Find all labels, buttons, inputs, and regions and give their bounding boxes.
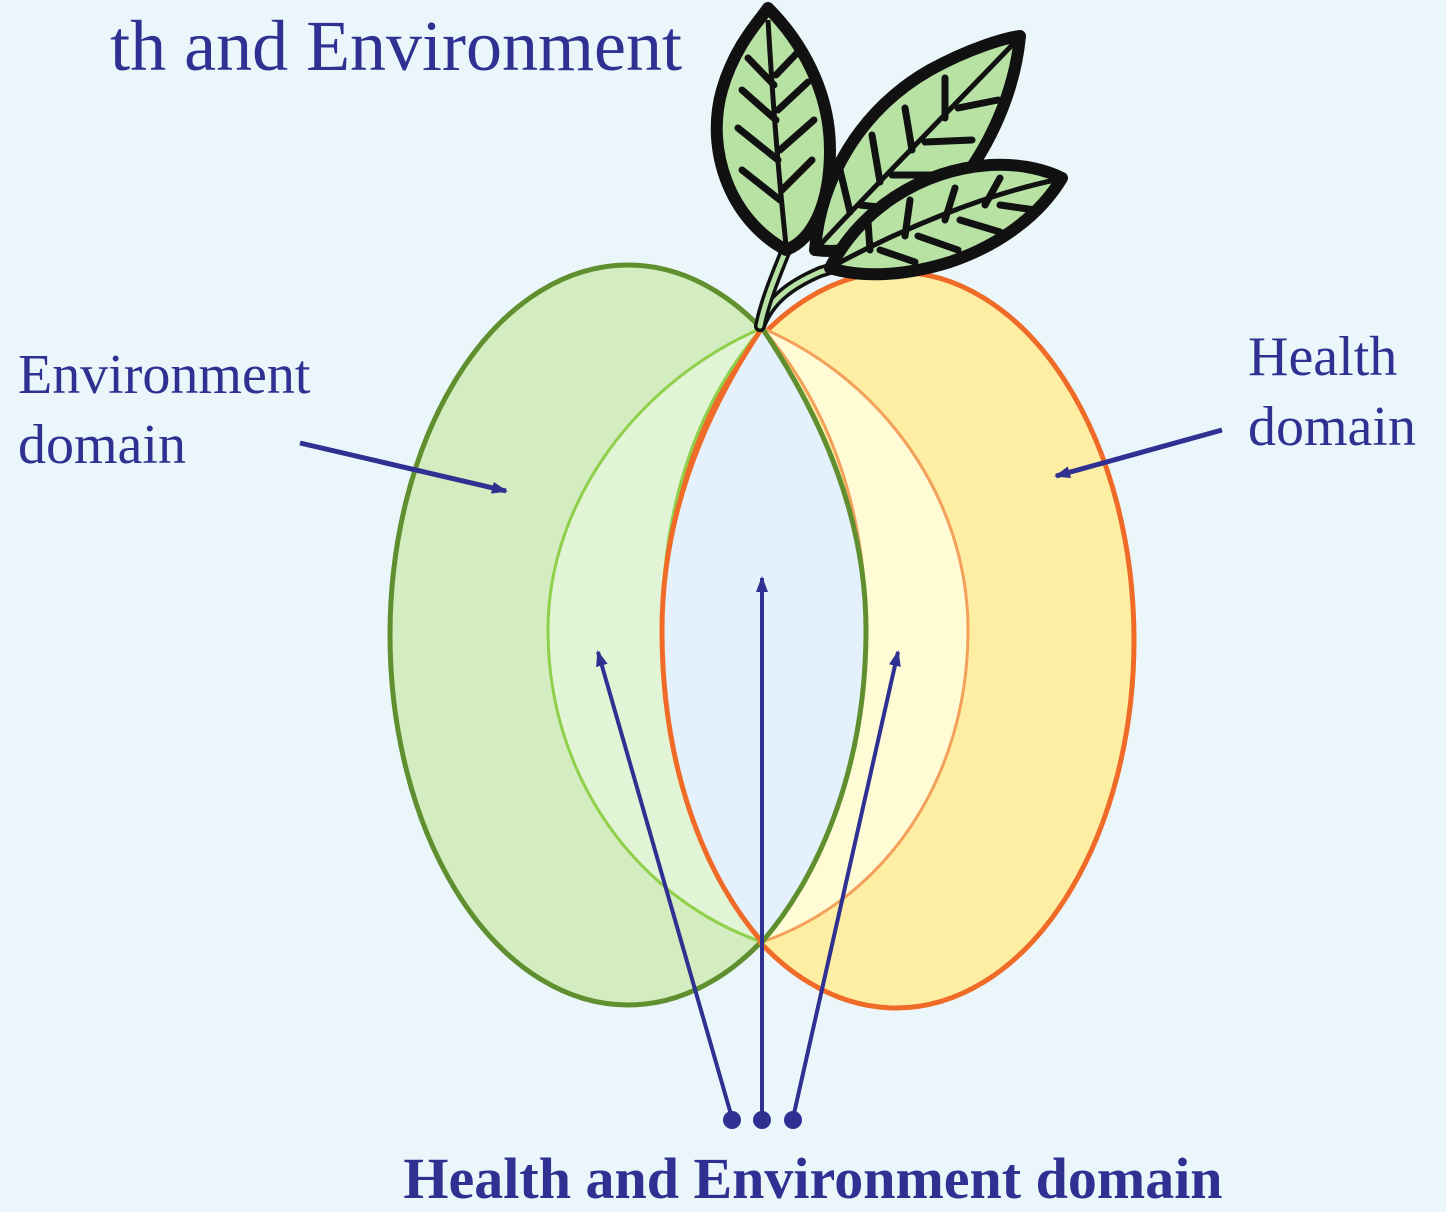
slide-title-text: th and Environment: [110, 6, 682, 86]
health-domain-label: Health domain: [1248, 322, 1416, 462]
environment-label-line1: Environment: [18, 344, 311, 406]
slide-title: th and Environment: [0, 0, 720, 100]
health-label-line1: Health: [1248, 326, 1398, 388]
overlap-arrow-right: [791, 650, 901, 1119]
overlap-lens-right-edge: [759, 326, 869, 944]
overlap-arrow-left: [596, 650, 734, 1119]
health-pointer-arrow: [1054, 427, 1223, 479]
inner-lens-right: [757, 326, 970, 946]
overlap-dot-center: [753, 1111, 771, 1129]
overlap-domain-label: Health and Environment domain: [403, 1146, 1223, 1211]
environment-label-line2: domain: [18, 414, 186, 476]
apple-leaves-icon: [710, 2, 1068, 332]
environment-pointer-arrow: [299, 440, 508, 494]
overlap-pointer-arrows: [596, 576, 901, 1129]
overlap-lens-left-edge: [659, 326, 765, 944]
environment-domain-label: Environment domain: [18, 340, 310, 480]
health-label-line2: domain: [1248, 396, 1416, 458]
overlap-dot-left: [723, 1111, 741, 1129]
overlap-dot-right: [784, 1111, 802, 1129]
